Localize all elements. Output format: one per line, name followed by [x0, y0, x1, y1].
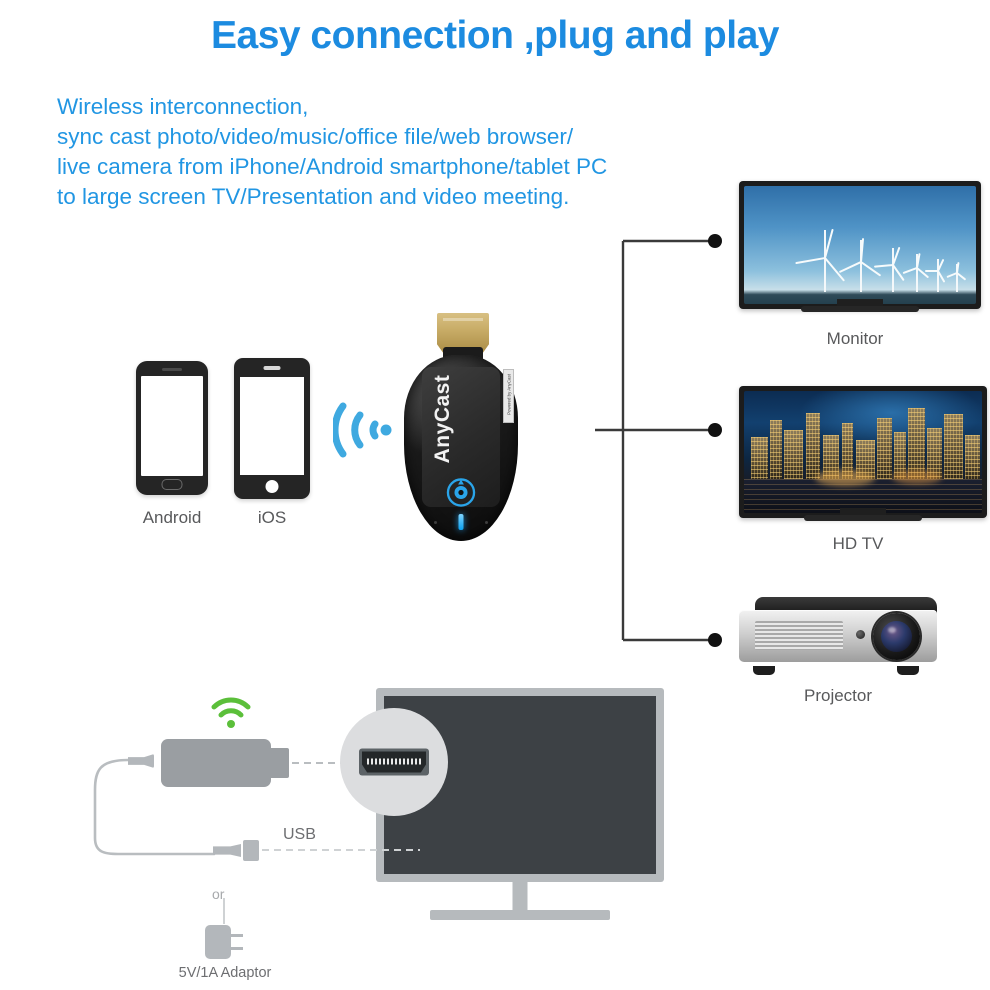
- or-label: or: [212, 886, 225, 902]
- monitor-bezel: [739, 181, 981, 309]
- hdtv-illustration: [739, 386, 987, 521]
- wind-turbine: [873, 232, 912, 293]
- dongle-body: AnyCast Powered by AnyCast: [404, 355, 518, 541]
- monitor-label: Monitor: [826, 329, 884, 348]
- wifi-green-icon: [211, 697, 251, 728]
- hdtv-screen: [744, 391, 982, 513]
- micro-usb-connector: [128, 754, 154, 768]
- wind-turbine: [902, 242, 932, 293]
- anycast-dongle: AnyCast Powered by AnyCast: [404, 313, 518, 541]
- description-line-4: to large screen TV/Presentation and vide…: [57, 184, 570, 209]
- wifi-signal-icon: [333, 402, 392, 458]
- hdtv-waterfront: [744, 478, 982, 513]
- connector-dot-projector: [708, 633, 722, 647]
- ios-home-button: [265, 480, 279, 493]
- anycast-logo-icon: [446, 478, 476, 507]
- hdmi-port: [359, 748, 429, 776]
- adaptor-prong: [230, 947, 243, 950]
- projector-sensor: [856, 630, 865, 639]
- description-line-3: live camera from iPhone/Android smartpho…: [57, 154, 608, 179]
- dongle-powered-sticker: Powered by AnyCast: [503, 369, 514, 423]
- setup-tv-frame: [376, 688, 664, 882]
- monitor-stand-base: [801, 306, 919, 312]
- usb-plug-shaft: [213, 844, 241, 857]
- projector-foot: [897, 666, 919, 675]
- description-block: Wireless interconnection, sync cast phot…: [57, 92, 607, 212]
- setup-dongle: [128, 739, 289, 787]
- description-line-1: Wireless interconnection,: [57, 94, 309, 119]
- hdmi-connector: [437, 313, 489, 353]
- power-adaptor-illustration: [205, 925, 243, 963]
- setup-tv-stand-base: [430, 910, 610, 920]
- projector-lens-glass: [881, 621, 912, 652]
- setup-tv-stand-neck: [512, 882, 528, 914]
- projector-body: [739, 610, 937, 662]
- adaptor-label: 5V/1A Adaptor: [178, 965, 272, 981]
- android-label: Android: [142, 508, 202, 527]
- projector-label: Projector: [803, 686, 873, 705]
- android-home-button: [161, 479, 183, 490]
- wind-turbine: [795, 206, 855, 293]
- description-line-2: sync cast photo/video/music/office file/…: [57, 124, 574, 149]
- ios-phone-illustration: [234, 358, 310, 499]
- hdmi-port-cavity: [362, 751, 426, 773]
- android-phone-illustration: [136, 361, 208, 495]
- ios-screen: [240, 377, 304, 475]
- android-speaker: [162, 368, 182, 371]
- hdtv-stand-base: [804, 515, 922, 521]
- hdtv-bezel: [739, 386, 987, 518]
- usb-plug: [213, 838, 259, 862]
- connector-dot-hdtv: [708, 423, 722, 437]
- dongle-mic-dot: [485, 521, 488, 524]
- ios-label: iOS: [257, 508, 287, 527]
- monitor-illustration: [739, 181, 981, 312]
- page-title: Easy connection ,plug and play: [211, 14, 779, 57]
- projector-lens: [873, 613, 920, 660]
- dongle-powered-text: Powered by AnyCast: [506, 374, 512, 415]
- hdmi-port-pins: [367, 758, 421, 765]
- dongle-led-indicator: [458, 514, 464, 530]
- wind-turbine: [946, 254, 968, 293]
- dongle-brand-label: AnyCast: [431, 374, 454, 464]
- hdtv-stand-neck: [840, 508, 886, 515]
- projector-illustration: [739, 597, 937, 675]
- monitor-stand-neck: [837, 299, 883, 306]
- android-screen: [141, 376, 203, 476]
- wind-turbine: [837, 220, 885, 293]
- monitor-screen: [744, 186, 976, 304]
- ios-speaker: [263, 366, 281, 370]
- projector-vent-grille: [755, 621, 843, 650]
- projector-foot: [753, 666, 775, 675]
- connection-lines: [595, 234, 722, 647]
- hdmi-port-magnifier: [340, 708, 448, 816]
- setup-dongle-hdmi-tip: [269, 748, 289, 778]
- dongle-reset-dot: [434, 521, 437, 524]
- wind-turbine: [924, 248, 951, 293]
- hdtv-label: HD TV: [832, 534, 884, 553]
- adaptor-prong: [230, 934, 243, 937]
- usb-plug-head: [243, 840, 259, 861]
- setup-tv-illustration: [376, 688, 664, 920]
- adaptor-brick: [205, 925, 231, 959]
- connector-dot-monitor: [708, 234, 722, 248]
- usb-label: USB: [283, 826, 316, 843]
